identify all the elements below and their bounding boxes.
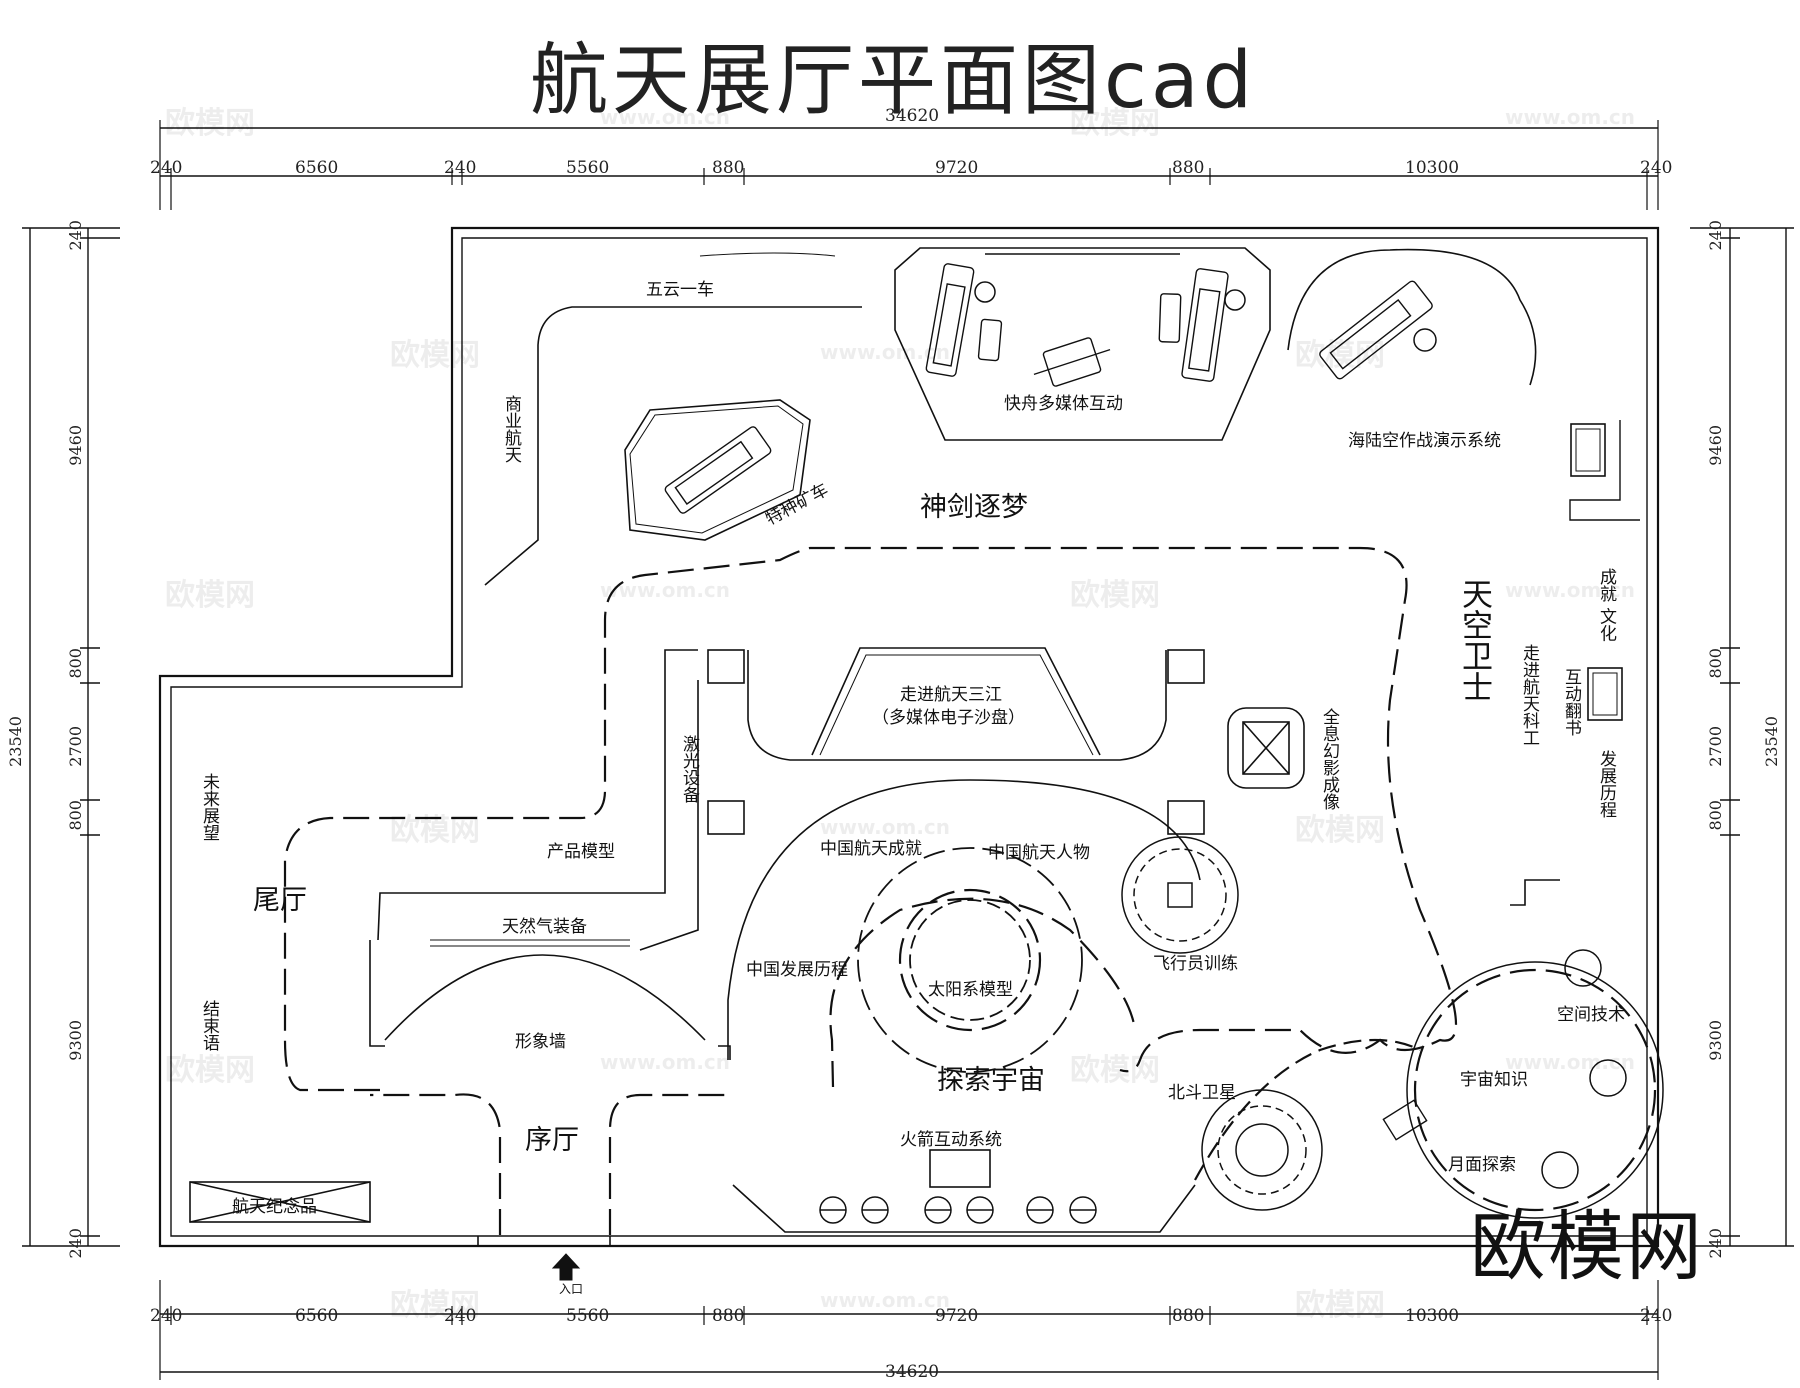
- dim-left-total: 23540: [6, 716, 25, 767]
- dim-left-2: 800: [66, 648, 85, 679]
- dim-top-4: 880: [712, 158, 745, 178]
- label-xingxiang: 形象墙: [515, 1032, 566, 1052]
- dim-top-8: 240: [1640, 158, 1673, 178]
- label-jinianpin: 航天纪念品: [232, 1197, 317, 1217]
- zone-weiting: 尾厅: [253, 885, 307, 916]
- watermark-url: www.om.cn: [820, 340, 951, 364]
- label-yuemian: 月面探索: [1448, 1155, 1516, 1175]
- label-feixing: 飞行员训练: [1153, 954, 1238, 974]
- dim-right-3: 2700: [1706, 726, 1725, 767]
- dim-top-1: 6560: [295, 158, 339, 178]
- page-title: 航天展厅平面图cad: [530, 36, 1257, 126]
- watermark: 欧模网: [165, 1053, 255, 1088]
- watermark-url: www.om.cn: [600, 1050, 731, 1074]
- watermark: 欧模网: [390, 1288, 480, 1323]
- dim-left-3: 2700: [66, 726, 85, 767]
- dim-bottom-1: 6560: [295, 1306, 339, 1326]
- watermark: 欧模网: [1070, 106, 1160, 141]
- dim-right-6: 240: [1706, 1228, 1725, 1259]
- dim-bottom-8: 240: [1640, 1306, 1673, 1326]
- dim-top-6: 880: [1172, 158, 1205, 178]
- dim-bottom-4: 880: [712, 1306, 745, 1326]
- dim-bottom-7: 10300: [1405, 1306, 1460, 1326]
- dim-right-4: 800: [1706, 800, 1725, 831]
- label-weilai: 未来展望: [199, 773, 219, 841]
- entrance-label: 入口: [559, 1282, 584, 1296]
- dim-top-2: 240: [444, 158, 477, 178]
- label-taiyang: 太阳系模型: [928, 980, 1013, 1000]
- label-jieshu: 结束语: [199, 1000, 219, 1051]
- watermark: 欧模网: [390, 813, 480, 848]
- label-sanjiang-1: 走进航天三江: [900, 685, 1002, 705]
- dim-top-5: 9720: [935, 158, 979, 178]
- label-shangye: 商业航天: [501, 395, 521, 463]
- dim-top-0: 240: [150, 158, 183, 178]
- label-tianranqi: 天然气装备: [502, 917, 587, 937]
- watermark-url: www.om.cn: [820, 815, 951, 839]
- label-huojian: 火箭互动系统: [900, 1130, 1002, 1150]
- label-quanxi: 全息幻影成像: [1319, 708, 1339, 810]
- dim-left-1: 9460: [66, 425, 85, 466]
- label-chanpin: 产品模型: [547, 842, 615, 862]
- dim-total-top: 34620: [885, 106, 940, 126]
- label-hailu: 海陆空作战演示系统: [1348, 431, 1501, 451]
- dim-right-0: 240: [1706, 220, 1725, 251]
- dim-bottom-5: 9720: [935, 1306, 979, 1326]
- label-chengjiu: 中国航天成就: [820, 839, 922, 859]
- dim-top-3: 5560: [566, 158, 610, 178]
- label-kongjian: 空间技术: [1557, 1005, 1625, 1025]
- dim-bottom-6: 880: [1172, 1306, 1205, 1326]
- label-renwu: 中国航天人物: [988, 843, 1090, 863]
- dim-right-total: 23540: [1762, 716, 1781, 767]
- zone-shenjian: 神剑逐梦: [920, 492, 1028, 523]
- label-wuyun: 五云一车: [646, 280, 714, 300]
- label-hudong-fanshu: 互动翻书: [1561, 668, 1581, 736]
- dim-bottom-2: 240: [444, 1306, 477, 1326]
- dim-left-0: 240: [66, 220, 85, 251]
- label-yuzhou: 宇宙知识: [1460, 1070, 1528, 1090]
- dim-bottom-0: 240: [150, 1306, 183, 1326]
- watermark: 欧模网: [390, 338, 480, 373]
- label-jiguang: 激光设备: [679, 735, 699, 803]
- dim-left-5: 9300: [66, 1020, 85, 1061]
- watermark-url: www.om.cn: [820, 1288, 951, 1312]
- dim-top-7: 10300: [1405, 158, 1460, 178]
- label-sanjiang-2: （多媒体电子沙盘）: [872, 708, 1025, 728]
- zone-tanshuo: 探索宇宙: [937, 1065, 1045, 1096]
- dim-total-bottom: 34620: [885, 1362, 940, 1382]
- label-fazhan-licheng-v: 发展历程: [1596, 750, 1616, 818]
- zone-xuting: 序厅: [525, 1125, 579, 1156]
- label-chengjiu-wenhua: 成就 文化: [1596, 568, 1616, 642]
- brand-logo: 欧模网: [1470, 1202, 1704, 1291]
- watermark-url: www.om.cn: [600, 578, 731, 602]
- zone-tiankong: 天空卫士: [1456, 578, 1492, 702]
- label-kuaizhou: 快舟多媒体互动: [1004, 394, 1123, 414]
- watermark: 欧模网: [1295, 1288, 1385, 1323]
- dim-right-2: 800: [1706, 648, 1725, 679]
- watermark-url: www.om.cn: [1505, 578, 1636, 602]
- dim-right-5: 9300: [1706, 1020, 1725, 1061]
- label-zoujin-keji: 走进航天科工: [1519, 644, 1539, 746]
- watermark-url: www.om.cn: [1505, 1050, 1636, 1074]
- label-beidou: 北斗卫星: [1168, 1083, 1236, 1103]
- watermark: 欧模网: [1295, 813, 1385, 848]
- watermark: 欧模网: [165, 578, 255, 613]
- watermark: 欧模网: [1295, 338, 1385, 373]
- dim-bottom-3: 5560: [566, 1306, 610, 1326]
- label-fazhan: 中国发展历程: [746, 960, 848, 980]
- watermark-url: www.om.cn: [600, 105, 731, 129]
- watermark: 欧模网: [165, 106, 255, 141]
- dim-left-4: 800: [66, 800, 85, 831]
- watermark-url: www.om.cn: [1505, 105, 1636, 129]
- watermark: 欧模网: [1070, 578, 1160, 613]
- dim-left-6: 240: [66, 1228, 85, 1259]
- watermark: 欧模网: [1070, 1053, 1160, 1088]
- dim-right-1: 9460: [1706, 425, 1725, 466]
